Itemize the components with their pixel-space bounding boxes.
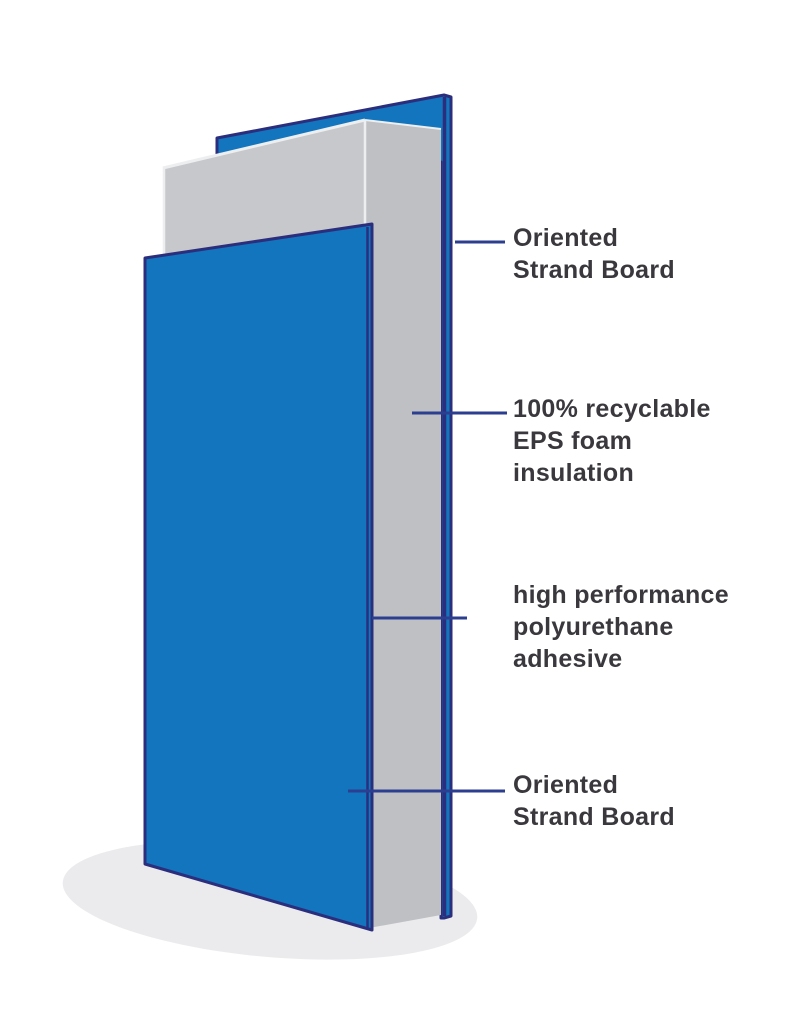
foam-side-face: [365, 120, 441, 928]
label-line: polyurethane: [513, 613, 674, 641]
label-line: Oriented: [513, 771, 619, 799]
foam-side-top-edge-highlight: [364, 119, 442, 130]
label-line: Oriented: [513, 224, 619, 252]
label-eps-foam: 100% recyclable EPS foam insulation: [513, 393, 711, 489]
label-line: Strand Board: [513, 803, 675, 831]
label-adhesive: high performance polyurethane adhesive: [513, 579, 729, 675]
front-osb-panel: [143, 222, 374, 932]
label-line: adhesive: [513, 645, 623, 673]
label-line: high performance: [513, 581, 729, 609]
label-line: EPS foam: [513, 427, 633, 455]
leader-lines: [348, 240, 507, 793]
label-osb-top: Oriented Strand Board: [513, 222, 675, 286]
label-osb-bottom: Oriented Strand Board: [513, 769, 675, 833]
label-line: 100% recyclable: [513, 395, 711, 423]
label-line: insulation: [513, 459, 635, 487]
foam-top-edge-highlight: [162, 118, 366, 170]
label-line: Strand Board: [513, 256, 675, 284]
front-osb-face: [143, 222, 374, 932]
